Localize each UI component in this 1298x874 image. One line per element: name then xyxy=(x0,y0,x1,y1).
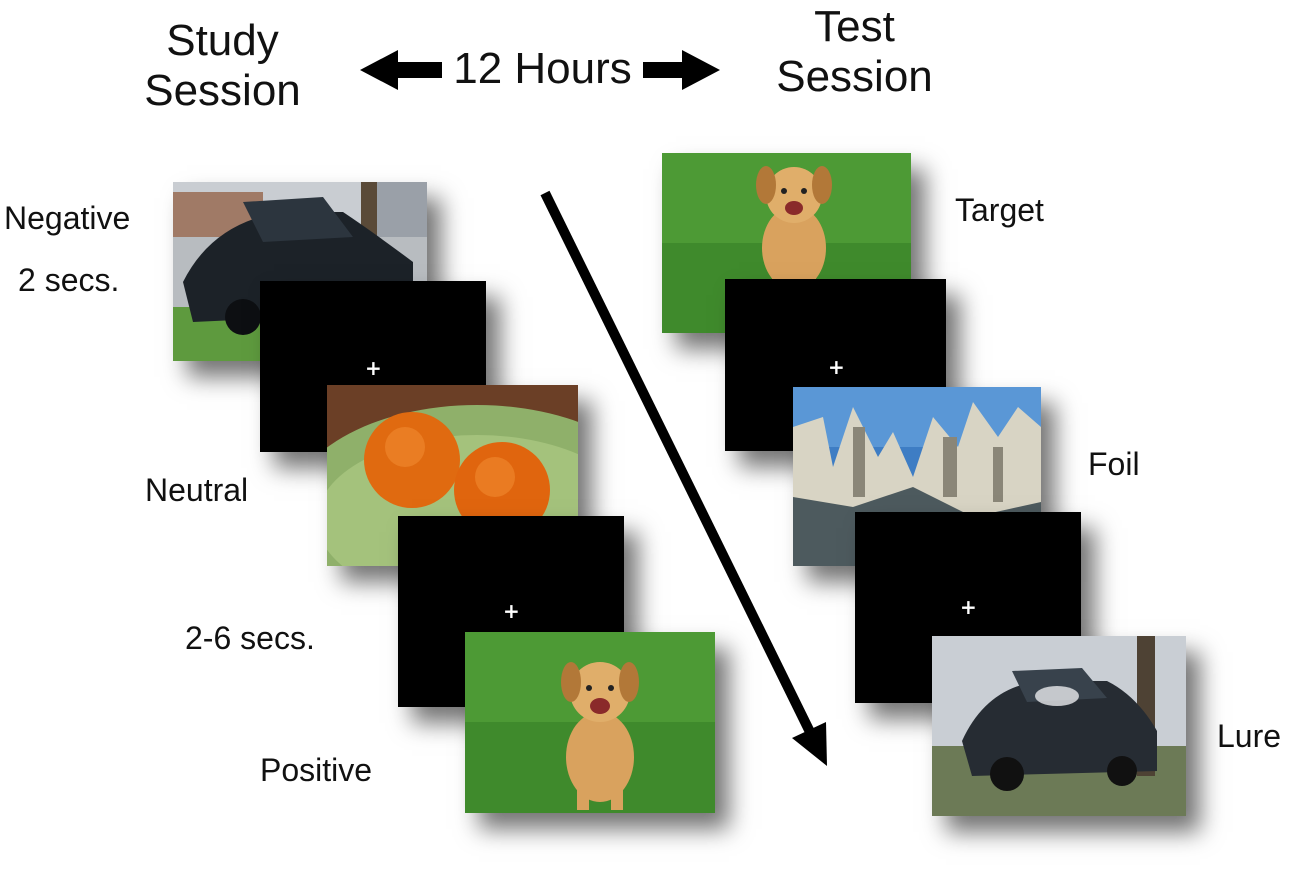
study-session-title-line1: Study xyxy=(166,16,279,65)
foil-label: Foil xyxy=(1088,446,1140,482)
fixation-cross: + xyxy=(503,599,520,623)
fixation-cross: + xyxy=(960,595,977,619)
fixation-cross: + xyxy=(828,355,845,379)
study-session-title: Study Session xyxy=(125,16,320,116)
lure-car-crash-photo xyxy=(932,636,1186,816)
negative-car-crash-photo xyxy=(173,182,427,361)
test-session-title: Test Session xyxy=(752,2,957,102)
time-flow-arrow-icon xyxy=(540,190,827,766)
interval-label: 12 Hours xyxy=(453,44,632,93)
test-session-title-line1: Test xyxy=(814,2,895,51)
negative-duration-label: 2 secs. xyxy=(18,262,120,298)
iti-duration-label: 2-6 secs. xyxy=(185,620,315,656)
positive-puppy-photo xyxy=(465,632,715,813)
neutral-label: Neutral xyxy=(145,472,249,508)
study-session-title-line2: Session xyxy=(144,66,301,115)
negative-label: Negative xyxy=(4,200,131,236)
lure-label: Lure xyxy=(1217,718,1282,754)
fixation-cross: + xyxy=(365,356,382,380)
positive-label: Positive xyxy=(260,752,373,788)
test-session-title-line2: Session xyxy=(776,52,933,101)
double-arrow-left-icon xyxy=(360,50,442,90)
target-label: Target xyxy=(955,192,1044,228)
double-arrow-right-icon xyxy=(643,50,720,90)
